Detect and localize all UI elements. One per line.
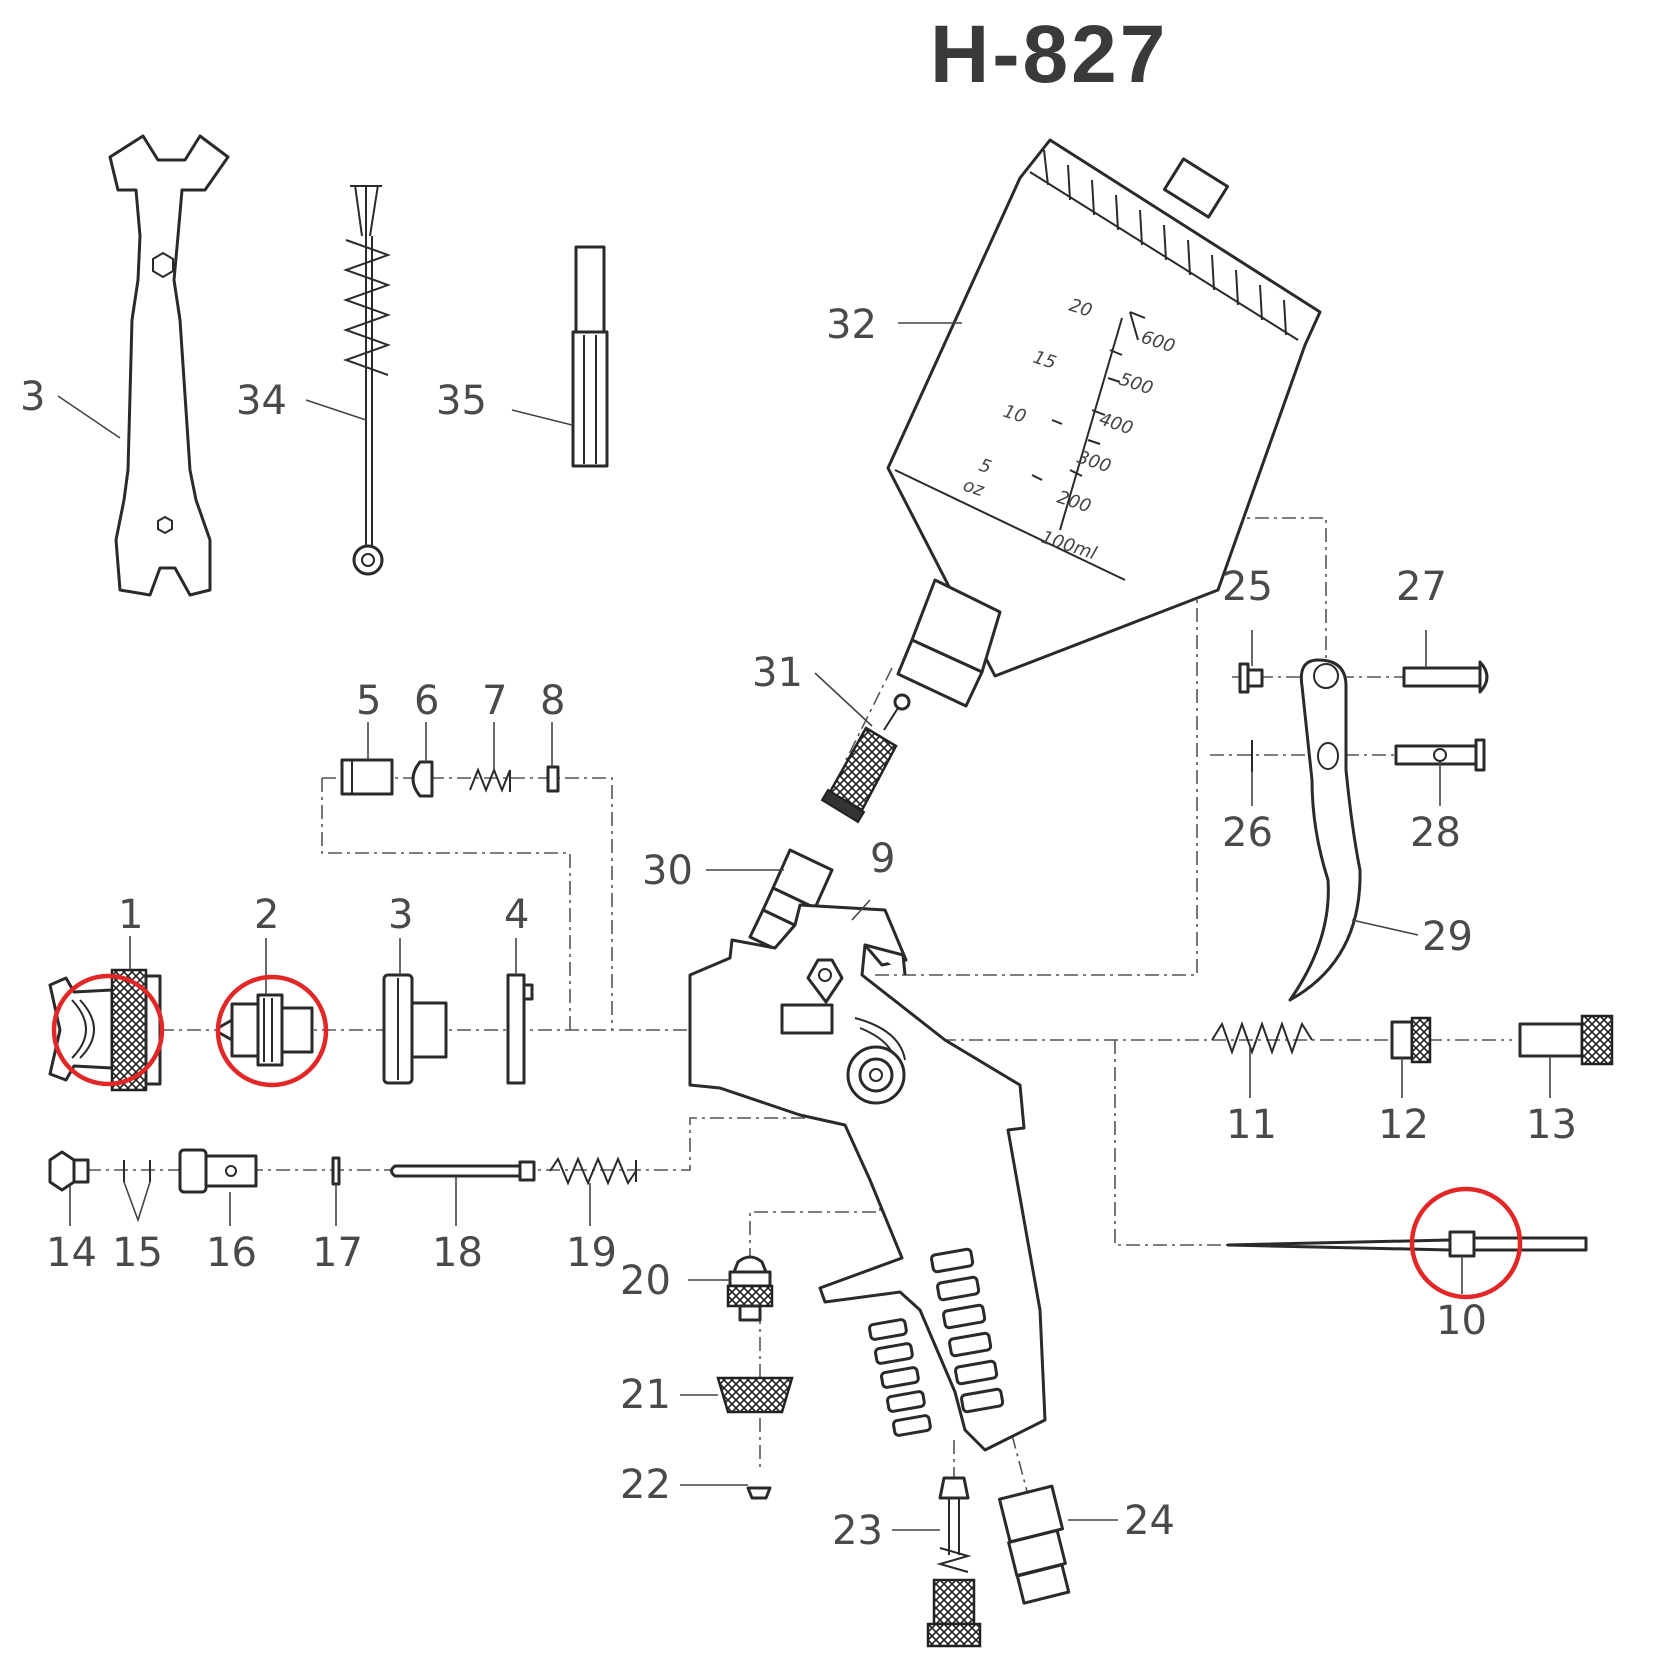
label-part-27: 27 — [1396, 564, 1447, 610]
label-part-22: 22 — [620, 1462, 671, 1508]
part-14-cap — [48, 1150, 90, 1192]
part-1-air-cap — [48, 968, 162, 1092]
part-15-orings — [123, 1160, 151, 1182]
label-part-24: 24 — [1124, 1498, 1175, 1544]
label-part-11: 11 — [1226, 1102, 1277, 1148]
label-part-7: 7 — [482, 678, 507, 724]
label-part-17: 17 — [312, 1230, 363, 1276]
label-part-12: 12 — [1378, 1102, 1429, 1148]
label-part-20: 20 — [620, 1258, 671, 1304]
label-part-14: 14 — [46, 1230, 97, 1276]
label-part-1: 1 — [118, 892, 143, 938]
label-part-10: 10 — [1436, 1298, 1487, 1344]
part-34-brush — [343, 184, 391, 576]
label-part-4: 4 — [504, 892, 529, 938]
part-13-knob — [1518, 1014, 1614, 1066]
label-part-3: 3 — [388, 892, 413, 938]
part-labels: 1 2 3 4 5 6 7 8 9 10 11 12 13 14 15 16 1… — [20, 302, 1577, 1554]
part-22-plug — [746, 1486, 772, 1500]
diagram-title: H-827 — [930, 9, 1169, 100]
part-25-screw — [1238, 662, 1264, 694]
label-part-13: 13 — [1526, 1102, 1577, 1148]
part-9-gun-body — [688, 903, 1047, 1452]
label-part-26: 26 — [1222, 810, 1273, 856]
label-part-21: 21 — [620, 1372, 671, 1418]
part-33-wrench — [108, 134, 230, 597]
part-31-strainer — [820, 693, 911, 824]
part-11-spring — [1211, 1021, 1313, 1055]
label-part-16: 16 — [206, 1230, 257, 1276]
part-27-pin — [1402, 660, 1489, 694]
label-part-30: 30 — [642, 848, 693, 894]
part-10-needle — [1226, 1230, 1588, 1258]
label-part-33: 3 — [20, 374, 45, 420]
part-3-baffle — [382, 973, 448, 1085]
part-12-nut — [1390, 1016, 1432, 1064]
part-19-spring — [549, 1156, 637, 1186]
label-part-25: 25 — [1222, 564, 1273, 610]
part-16-valve-housing — [178, 1148, 258, 1194]
part-8-ring — [546, 765, 560, 793]
highlight-circle-part-1 — [51, 973, 165, 1087]
label-part-2: 2 — [254, 892, 279, 938]
label-part-35: 35 — [436, 378, 487, 424]
label-part-31: 31 — [752, 650, 803, 696]
highlight-circle-part-10 — [1409, 1186, 1523, 1300]
label-part-18: 18 — [432, 1230, 483, 1276]
part-23-valve-assembly — [926, 1476, 982, 1648]
label-part-34: 34 — [236, 378, 287, 424]
part-28-pin — [1394, 738, 1486, 772]
label-part-6: 6 — [414, 678, 439, 724]
part-17-ring — [331, 1156, 341, 1186]
part-24-air-inlet — [997, 1484, 1071, 1605]
label-part-32: 32 — [826, 302, 877, 348]
highlight-circle-part-2 — [215, 974, 329, 1088]
part-7-spring — [469, 767, 511, 793]
highlight-callouts — [51, 973, 1523, 1300]
label-part-19: 19 — [566, 1230, 617, 1276]
part-6-cap — [411, 760, 434, 798]
leader-lines — [57, 322, 1551, 1531]
part-32-paint-cup: 20 15 10 5 oz 600 500 400 300 200 100ml — [886, 138, 1322, 708]
label-part-23: 23 — [832, 1508, 883, 1554]
label-part-9: 9 — [870, 836, 895, 882]
part-2-fluid-nozzle — [216, 993, 314, 1067]
part-29-trigger — [1288, 658, 1362, 1002]
part-4-gasket — [506, 973, 534, 1085]
label-part-29: 29 — [1422, 914, 1473, 960]
label-part-8: 8 — [540, 678, 565, 724]
label-part-28: 28 — [1410, 810, 1461, 856]
label-part-15: 15 — [112, 1230, 163, 1276]
part-20-valve — [726, 1255, 774, 1322]
part-18-valve-stem — [390, 1160, 536, 1182]
part-5-nut — [340, 758, 394, 796]
label-part-5: 5 — [356, 678, 381, 724]
part-21-filter — [716, 1376, 794, 1414]
part-35-pin — [571, 245, 609, 468]
